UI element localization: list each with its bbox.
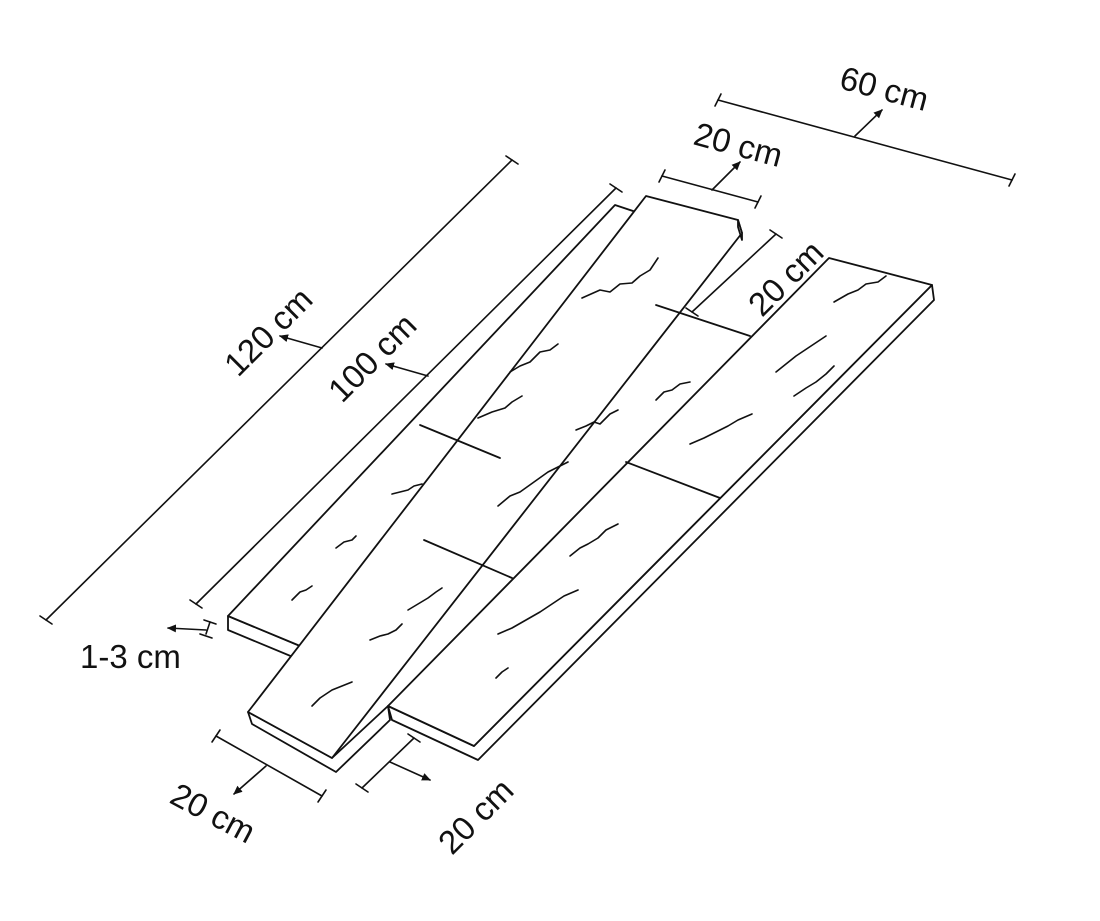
label-thickness: 1-3 cm — [80, 638, 181, 675]
label-total-width: 60 cm — [836, 59, 932, 118]
dimension-20cm-bottom-right — [355, 733, 431, 793]
label-bottom-right-width: 20 cm — [431, 771, 521, 861]
surface-cracks — [291, 257, 887, 707]
plank-right — [387, 257, 935, 761]
label-bottom-left-width: 20 cm — [165, 776, 262, 851]
dimension-60cm — [714, 93, 1016, 187]
dimension-thickness — [167, 619, 217, 639]
dimension-20cm-right-offset — [685, 229, 783, 317]
label-top-plank-width: 20 cm — [690, 115, 786, 174]
dimension-120cm — [39, 155, 519, 625]
label-total-length: 120 cm — [217, 280, 320, 383]
dimension-100cm — [189, 183, 623, 609]
plank-middle — [247, 195, 743, 773]
dimension-20cm-top — [658, 161, 762, 209]
dimension-20cm-bottom-left — [211, 729, 327, 803]
plank-joints — [419, 304, 751, 579]
